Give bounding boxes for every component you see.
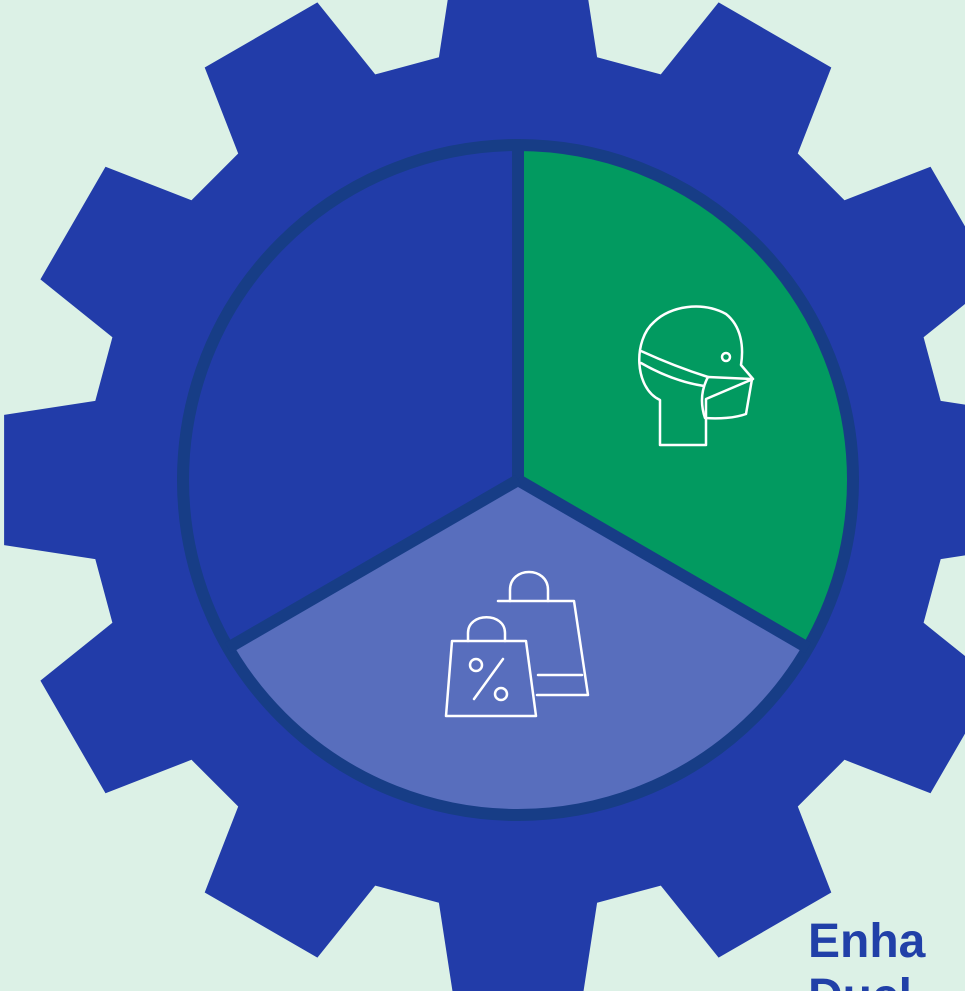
face-mask-icon [638, 305, 755, 447]
segment-bottom [227, 480, 809, 815]
divider-left [224, 474, 522, 654]
caption-line-2: Ducl [808, 970, 912, 991]
divider-right [514, 474, 812, 654]
shopping-bags-discount-icon [444, 570, 590, 718]
caption-line-1: Enha [808, 915, 926, 968]
